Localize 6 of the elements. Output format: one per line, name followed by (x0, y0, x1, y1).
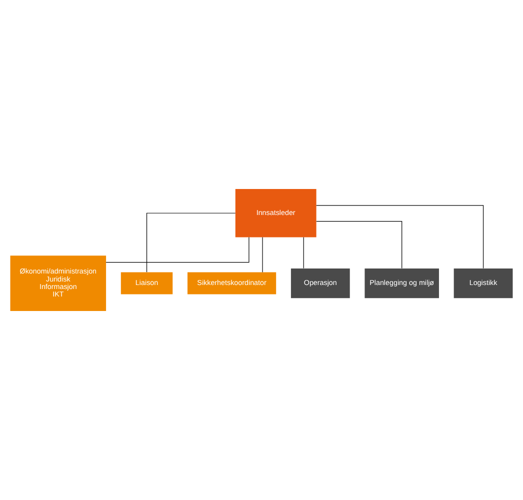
connector (262, 236, 263, 273)
connector (316, 205, 484, 269)
connector (106, 236, 250, 263)
connector (303, 236, 304, 269)
connector (316, 221, 402, 269)
connector (146, 212, 236, 272)
